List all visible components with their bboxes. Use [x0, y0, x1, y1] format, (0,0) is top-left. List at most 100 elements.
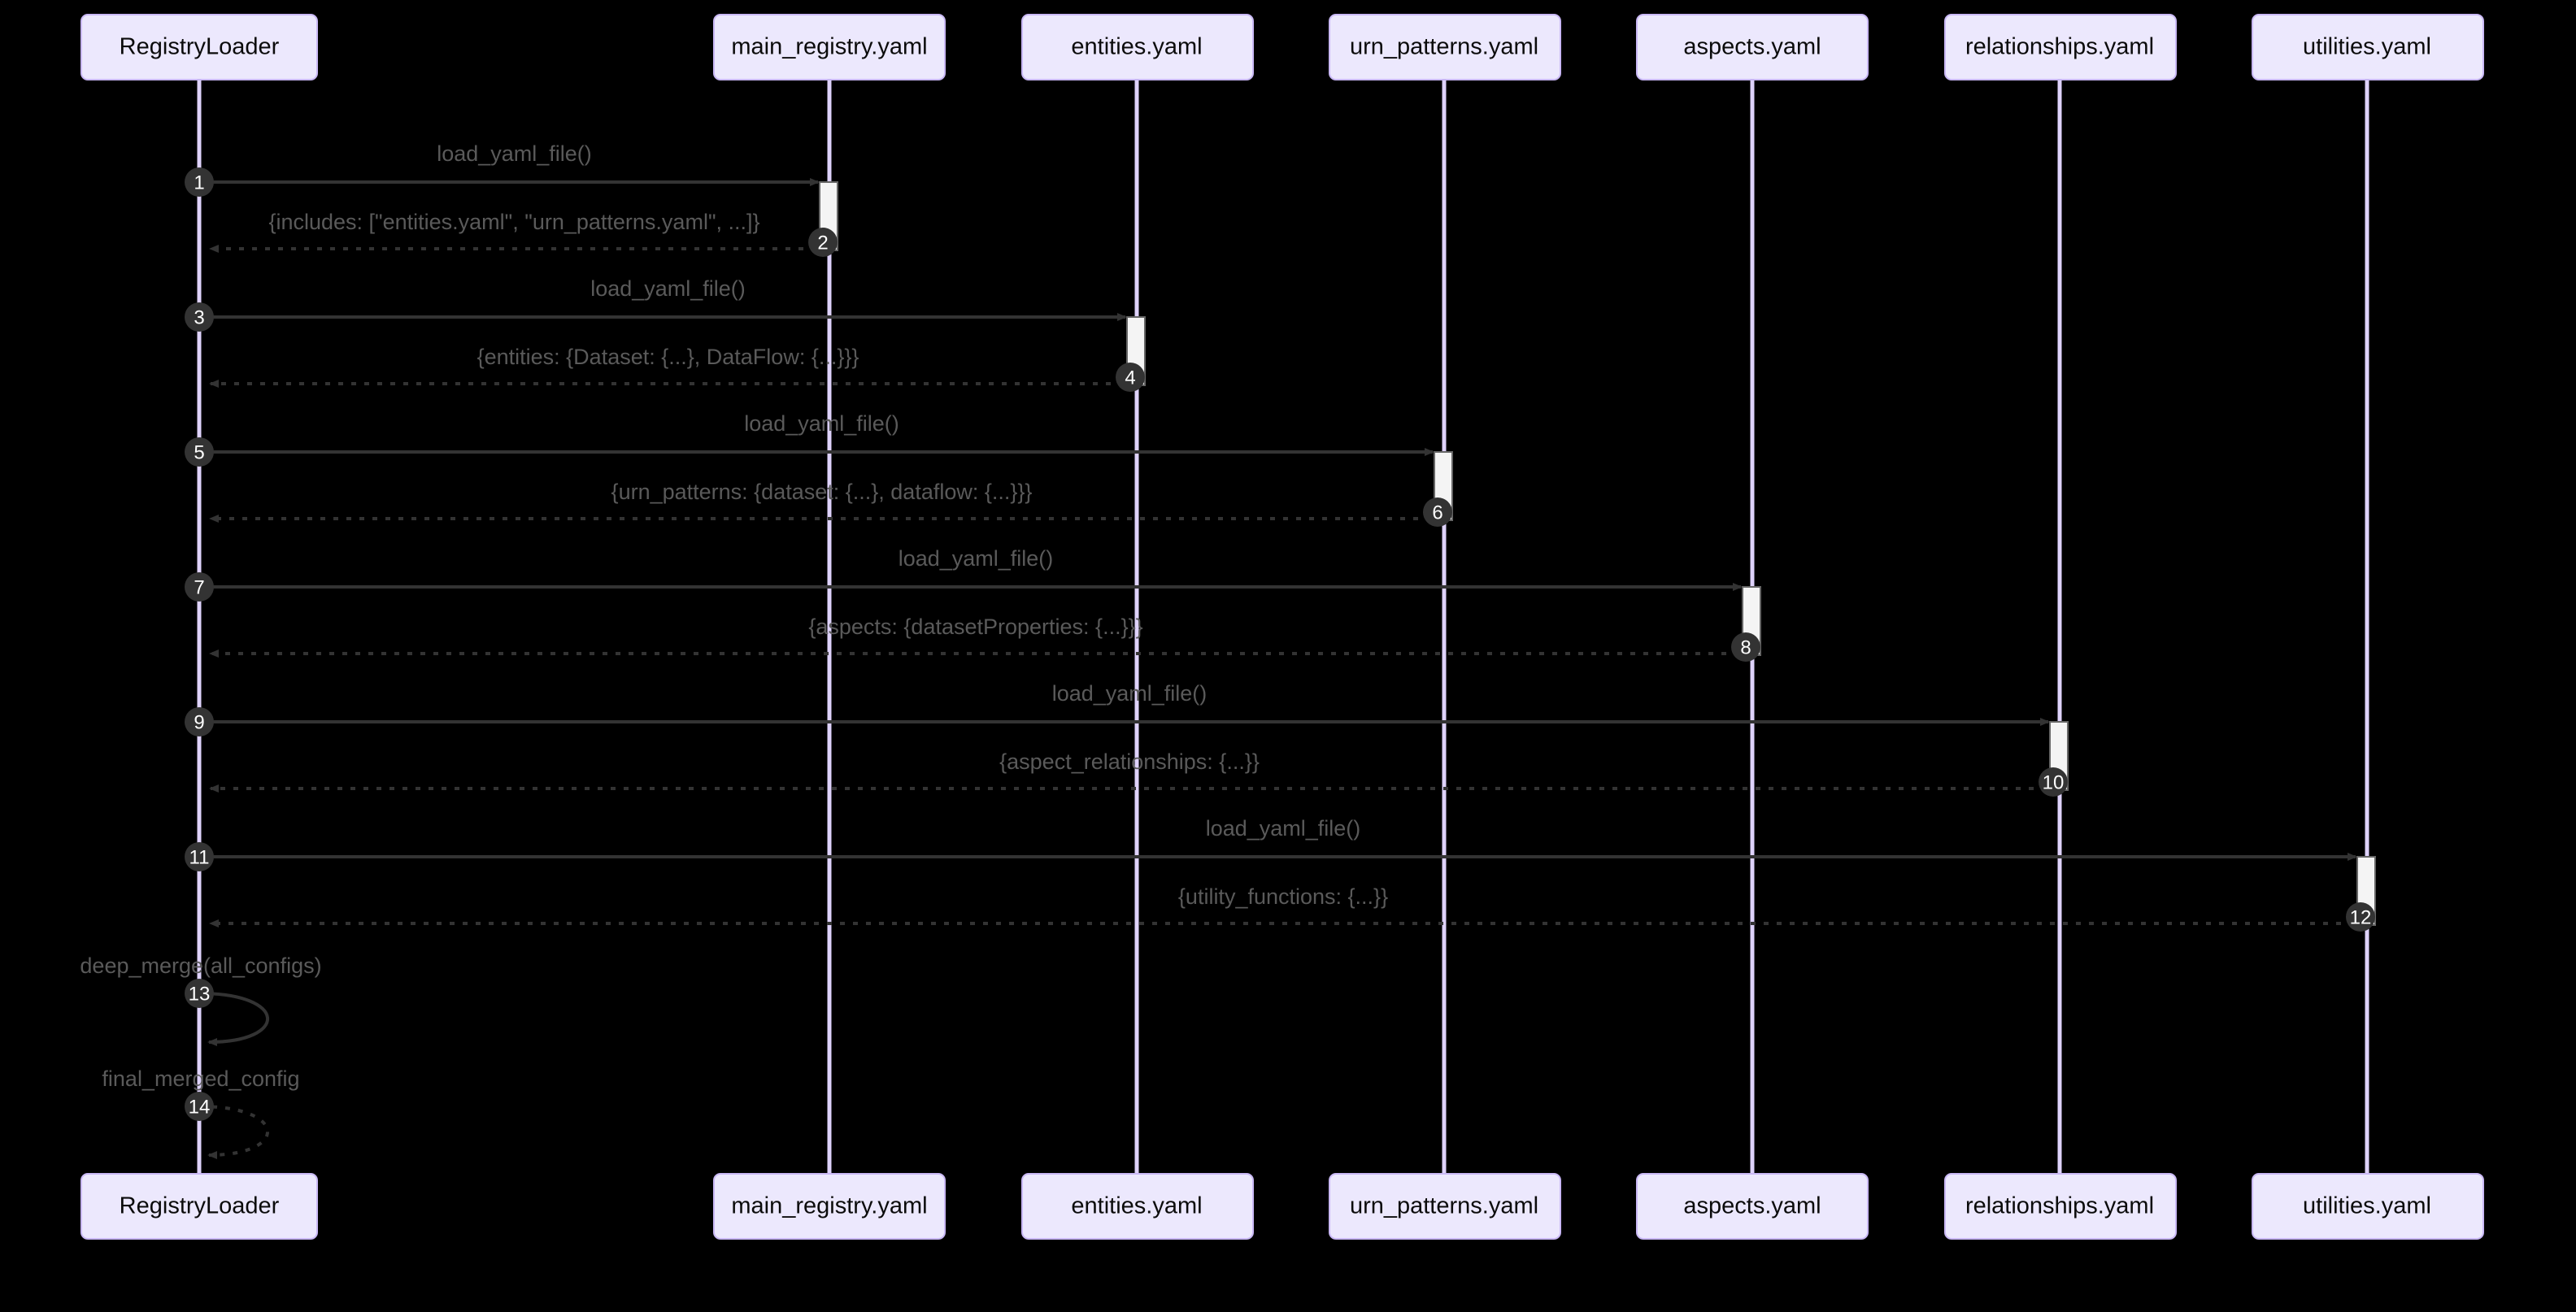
participant-top-aspects-yaml[interactable]: aspects.yaml	[1636, 14, 1869, 80]
message-label-7: load_yaml_file()	[899, 546, 1054, 571]
messages-layer: load_yaml_file() {includes: ["entities.ya…	[80, 141, 2367, 1159]
participant-label: relationships.yaml	[1965, 34, 2154, 60]
participant-label: utilities.yaml	[2303, 1193, 2431, 1219]
participant-box[interactable]	[1329, 1173, 1561, 1240]
participant-bottom-registryloader[interactable]: RegistryLoader	[80, 1173, 318, 1240]
participant-box[interactable]	[1944, 1173, 2177, 1240]
actor-boxes-bottom: RegistryLoader main_registry.yaml entities…	[80, 1173, 2484, 1240]
message-label-4: {entities: {Dataset: {...}, DataFlow: {.…	[477, 345, 859, 369]
sequence-number-badge-10: 10	[2039, 767, 2068, 797]
sequence-number-badge-5: 5	[185, 437, 214, 467]
badge-number: 4	[1125, 367, 1135, 389]
message-label-13: deep_merge(all_configs)	[80, 954, 321, 978]
message-label-5: load_yaml_file()	[744, 411, 899, 436]
badge-number: 2	[817, 232, 828, 254]
sequence-number-badge-9: 9	[185, 707, 214, 736]
message-label-11: load_yaml_file()	[1206, 816, 1361, 841]
badge-number: 8	[1740, 637, 1751, 659]
badge-circle	[185, 707, 214, 736]
badge-circle	[185, 572, 214, 602]
badge-number: 10	[2043, 772, 2065, 794]
participant-box[interactable]	[1944, 14, 2177, 80]
sequence-number-badge-7: 7	[185, 572, 214, 602]
message-self-loop-13	[198, 992, 269, 1046]
participant-label: aspects.yaml	[1683, 34, 1821, 60]
participant-label: entities.yaml	[1071, 1193, 1202, 1219]
badge-circle	[1731, 632, 1760, 662]
participant-box[interactable]	[80, 14, 318, 80]
participant-bottom-utilities-yaml[interactable]: utilities.yaml	[2252, 1173, 2484, 1240]
message-label-2: {includes: ["entities.yaml", "urn_patter…	[268, 210, 759, 234]
message-label-10: {aspect_relationships: {...}}	[999, 749, 1260, 774]
sequence-number-badge-6: 6	[1423, 497, 1452, 527]
participant-box[interactable]	[1636, 1173, 1869, 1240]
badge-circle	[1116, 363, 1145, 392]
badge-circle	[185, 302, 214, 332]
participant-top-relationships-yaml[interactable]: relationships.yaml	[1944, 14, 2177, 80]
message-label-8: {aspects: {datasetProperties: {...}}}	[808, 615, 1142, 639]
participant-box[interactable]	[2252, 1173, 2484, 1240]
badge-number: 14	[189, 1097, 211, 1119]
participant-label: entities.yaml	[1071, 34, 1202, 60]
message-label-1: load_yaml_file()	[437, 141, 592, 166]
badge-circle	[185, 842, 214, 871]
participant-bottom-main-registry-yaml[interactable]: main_registry.yaml	[713, 1173, 946, 1240]
badge-number: 11	[189, 847, 210, 869]
badge-number: 9	[194, 712, 204, 734]
badge-number: 3	[194, 307, 204, 329]
participant-box[interactable]	[80, 1173, 318, 1240]
participant-label: relationships.yaml	[1965, 1193, 2154, 1219]
participant-label: RegistryLoader	[120, 34, 280, 60]
message-self-loop-14	[198, 1105, 269, 1159]
badge-circle	[185, 979, 214, 1008]
participant-label: utilities.yaml	[2303, 34, 2431, 60]
participant-top-main-registry-yaml[interactable]: main_registry.yaml	[713, 14, 946, 80]
sequence-number-badge-1: 1	[185, 167, 214, 197]
participant-bottom-urn-patterns-yaml[interactable]: urn_patterns.yaml	[1329, 1173, 1561, 1240]
participant-label: main_registry.yaml	[731, 1193, 927, 1219]
message-label-12: {utility_functions: {...}}	[1178, 884, 1388, 909]
participant-bottom-relationships-yaml[interactable]: relationships.yaml	[1944, 1173, 2177, 1240]
sequence-number-badge-4: 4	[1116, 363, 1145, 392]
participant-bottom-entities-yaml[interactable]: entities.yaml	[1021, 1173, 1254, 1240]
badge-number: 12	[2350, 907, 2372, 929]
participant-box[interactable]	[2252, 14, 2484, 80]
participant-box[interactable]	[1021, 1173, 1254, 1240]
badge-circle	[1423, 497, 1452, 527]
badge-number: 1	[194, 172, 204, 194]
participant-label: urn_patterns.yaml	[1350, 1193, 1538, 1219]
participant-label: RegistryLoader	[120, 1193, 280, 1219]
sequence-number-badge-11: 11	[185, 842, 214, 871]
badge-circle	[808, 228, 838, 257]
participant-label: main_registry.yaml	[731, 34, 927, 60]
sequence-number-badge-3: 3	[185, 302, 214, 332]
actor-boxes-top: RegistryLoader main_registry.yaml entities…	[80, 14, 2484, 80]
badge-number: 5	[194, 442, 204, 464]
badge-number: 13	[189, 984, 211, 1006]
participant-top-registryloader[interactable]: RegistryLoader	[80, 14, 318, 80]
badge-circle	[2346, 902, 2375, 932]
message-label-9: load_yaml_file()	[1052, 681, 1208, 706]
sequence-number-badge-8: 8	[1731, 632, 1760, 662]
participant-bottom-aspects-yaml[interactable]: aspects.yaml	[1636, 1173, 1869, 1240]
message-label-14: final_merged_config	[102, 1067, 299, 1091]
sequence-number-badge-12: 12	[2346, 902, 2375, 932]
participant-box[interactable]	[1021, 14, 1254, 80]
lifelines-layer	[197, 80, 2369, 1174]
badge-circle	[2039, 767, 2068, 797]
participant-box[interactable]	[1329, 14, 1561, 80]
participant-box[interactable]	[713, 1173, 946, 1240]
participant-top-entities-yaml[interactable]: entities.yaml	[1021, 14, 1254, 80]
participant-box[interactable]	[713, 14, 946, 80]
badge-circle	[185, 1092, 214, 1121]
participant-label: urn_patterns.yaml	[1350, 34, 1538, 60]
badge-number: 6	[1432, 502, 1442, 524]
participant-box[interactable]	[1636, 14, 1869, 80]
badge-circle	[185, 437, 214, 467]
participant-top-utilities-yaml[interactable]: utilities.yaml	[2252, 14, 2484, 80]
sequence-number-badge-2: 2	[808, 228, 838, 257]
sequence-number-badge-14: 14	[185, 1092, 214, 1121]
participant-top-urn-patterns-yaml[interactable]: urn_patterns.yaml	[1329, 14, 1561, 80]
